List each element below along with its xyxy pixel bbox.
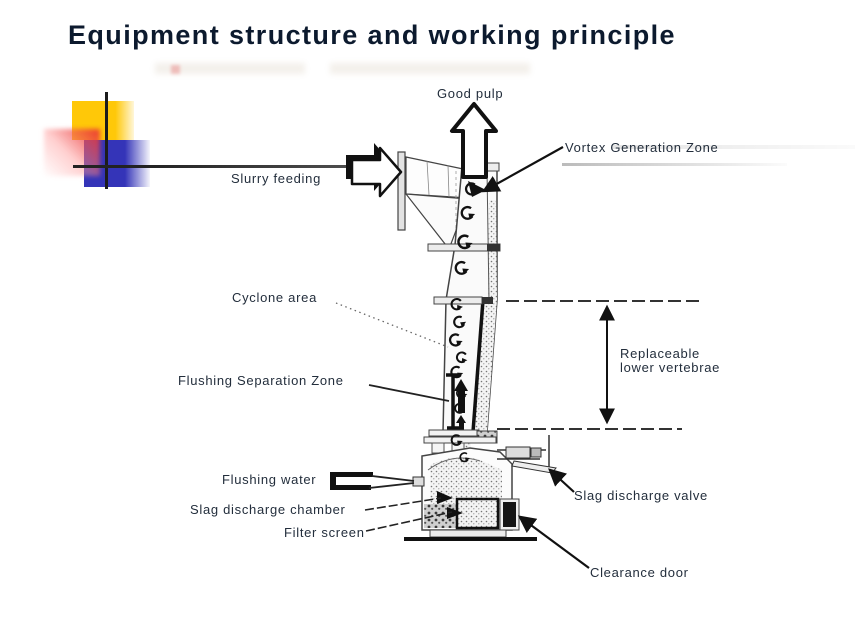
faded-red-mark [171,65,180,74]
label-vortex-generation-zone: Vortex Generation Zone [565,140,719,155]
label-flushing-separation-zone: Flushing Separation Zone [178,373,344,388]
flushing-water-arrow [330,472,415,490]
label-replaceable-lower-vertebrae: Replaceable lower vertebrae [620,347,720,374]
door-leader-line [517,515,590,569]
slurry-feed-line [73,165,347,168]
logo-red-square [44,129,100,176]
label-good-pulp: Good pulp [437,86,504,101]
vortex-zone-mark [468,181,486,197]
label-filter-screen: Filter screen [284,525,365,540]
divider-under-vortex-label [562,163,787,166]
inlet-flange [397,151,406,231]
valve-leader-line [548,468,575,493]
flushing-zone-leader-line [368,384,450,402]
slurry-arrow [346,143,403,198]
clearance-door-part [499,498,520,531]
inlet-duct [405,156,469,199]
equipment-body [397,151,557,541]
flow-arrow-chamber [437,491,453,504]
label-slurry-feeding: Slurry feeding [231,171,322,186]
flow-arrow-filter [447,507,463,519]
divider-top-right [612,145,855,149]
filter-screen-leader-line [365,511,453,532]
flushing-water-inlet [412,476,425,487]
page-title: Equipment structure and working principl… [68,20,676,50]
faded-text-smudge [155,63,305,74]
cyclone-leader-line [335,302,449,348]
slag-chamber-leader-line [364,497,442,511]
vortex-leader-line [481,146,564,193]
label-replaceable-line1: Replaceable [620,346,700,361]
filter-screen-box [455,497,500,530]
column-flange-lower [433,296,483,305]
wear-wall-lower [473,300,497,432]
label-slag-discharge-valve: Slag discharge valve [574,488,708,503]
good-pulp-arrow [450,102,498,179]
label-clearance-door: Clearance door [590,565,689,580]
label-flushing-water: Flushing water [222,472,317,487]
logo-vertical-line [105,92,108,189]
upflow-arrow [454,379,468,413]
vortex-swirl-arrows [448,181,486,463]
faded-text-smudge [330,63,530,74]
label-cyclone-area: Cyclone area [232,290,317,305]
label-slag-discharge-chamber: Slag discharge chamber [190,502,346,517]
dimension-lines [497,300,700,430]
label-replaceable-line2: lower vertebrae [620,359,721,375]
